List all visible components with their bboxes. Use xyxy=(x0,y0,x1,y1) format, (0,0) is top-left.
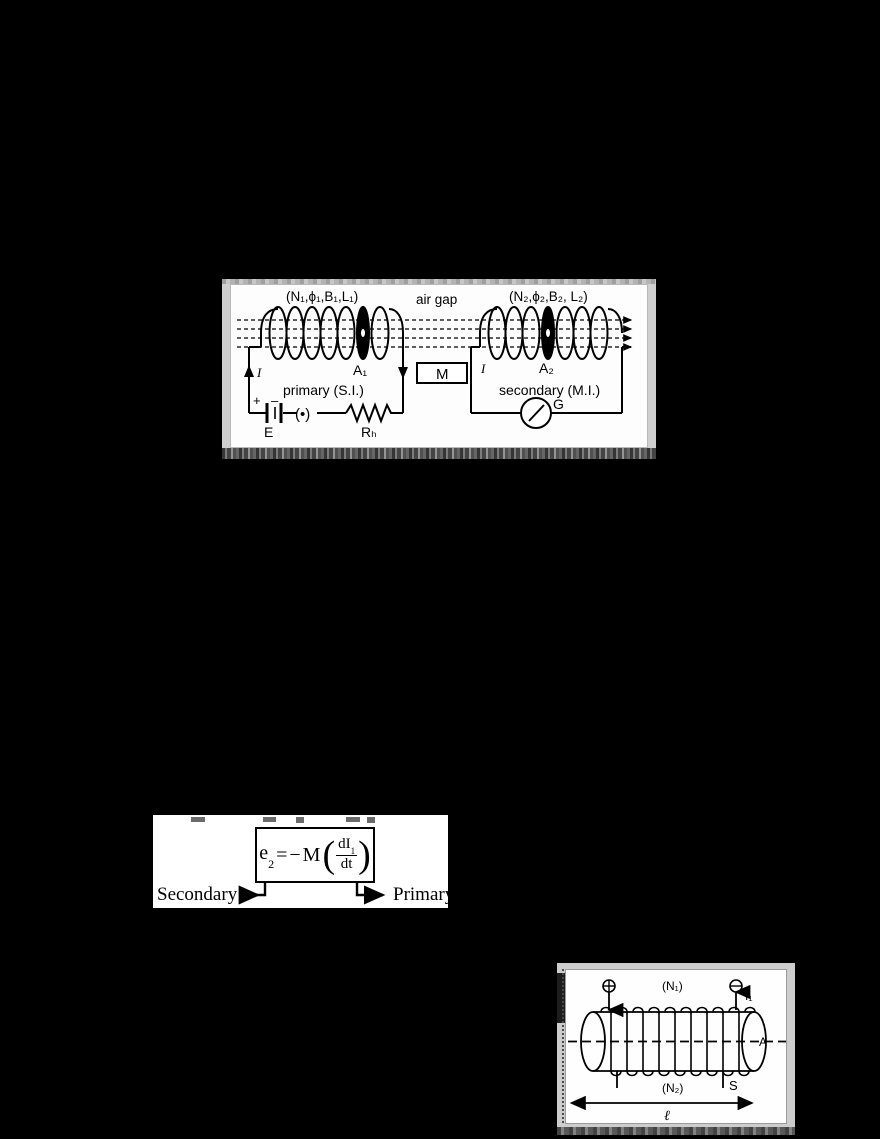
derivative-fraction: dI1 dt xyxy=(335,836,358,872)
current-label: I₁ xyxy=(745,989,752,1003)
scan-speck xyxy=(263,817,276,822)
battery-label: E xyxy=(264,424,273,440)
secondary-coil-params-label: (N₂,ϕ₂,B₂, L₂) xyxy=(509,289,588,304)
secondary-circuit-wires xyxy=(470,333,631,414)
scan-speck xyxy=(296,817,304,823)
scan-dotted-edge xyxy=(562,969,564,1124)
figure-canvas: (N₁) I₁ A (N₂) S ℓ xyxy=(565,969,787,1124)
air-gap-label: air gap xyxy=(416,292,457,307)
figure-canvas: I + – E (•) Rₕ M xyxy=(230,284,648,448)
outer-turns-label: (N₁) xyxy=(662,979,683,993)
battery-plus-label: + xyxy=(253,393,261,408)
secondary-current-label: I xyxy=(480,361,486,376)
cross-section-label: S xyxy=(729,1078,738,1093)
primary-leader-line xyxy=(355,883,386,905)
formula-derivative-group: ( dI1 dt ) xyxy=(322,833,371,876)
galvanometer-label: G xyxy=(553,396,564,412)
positive-terminal xyxy=(602,979,624,1018)
callout-primary-label: Primary xyxy=(393,884,455,905)
key-switch-label: (•) xyxy=(295,406,310,423)
secondary-name-label: secondary (M.I.) xyxy=(499,382,600,398)
fraction-numerator: dI1 xyxy=(336,836,358,857)
formula-minus: − xyxy=(289,843,301,866)
figure-solenoid-coaxial-coils: (N₁) I₁ A (N₂) S ℓ xyxy=(557,963,795,1135)
formula-box: e2 = − M ( dI1 dt ) xyxy=(255,827,375,883)
callout-secondary-label: Secondary xyxy=(157,884,238,905)
primary-current-arrow xyxy=(244,365,254,377)
primary-name-label: primary (S.I.) xyxy=(283,382,364,398)
rheostat-label: Rₕ xyxy=(361,424,377,440)
figure-mutual-inductance-circuit: I + – E (•) Rₕ M xyxy=(222,279,656,459)
primary-current-label: I xyxy=(256,365,262,380)
formula-callout-lines xyxy=(238,883,386,905)
rheostat-symbol xyxy=(345,402,394,424)
secondary-core-dot xyxy=(546,329,550,337)
scan-noise-top xyxy=(222,279,656,284)
primary-coil xyxy=(260,306,404,360)
formula-equals: = xyxy=(276,843,288,866)
mutual-inductance-box xyxy=(416,362,468,384)
primary-down-arrow xyxy=(398,367,408,379)
primary-area-label: A₁ xyxy=(353,362,367,378)
formula-mutual-symbol: M xyxy=(302,843,321,866)
scan-noise-bottom xyxy=(557,1127,795,1135)
mutual-inductance-label: M xyxy=(436,366,449,383)
left-paren: ( xyxy=(322,833,336,876)
length-label: ℓ xyxy=(664,1109,670,1124)
scan-speck xyxy=(346,817,360,822)
figure-emf-formula: e2 = − M ( dI1 dt ) xyxy=(153,815,454,908)
scan-noise-bottom xyxy=(222,448,656,459)
galvanometer-symbol xyxy=(520,397,552,429)
scan-speck xyxy=(367,817,375,823)
mutual-inductance-svg: I + – E (•) Rₕ M xyxy=(237,289,633,440)
formula-expression: e2 = − M ( dI1 dt ) xyxy=(259,833,371,876)
right-paren: ) xyxy=(358,833,371,876)
fraction-denominator: dt xyxy=(340,855,353,872)
secondary-area-label: A₂ xyxy=(539,360,554,376)
formula-lhs: e2 xyxy=(259,842,275,871)
area-label: A xyxy=(759,1035,767,1049)
secondary-coil xyxy=(479,306,623,360)
scan-speck xyxy=(191,817,205,822)
battery-symbol xyxy=(265,403,283,423)
secondary-leader-line xyxy=(238,883,267,905)
battery-minus-label: – xyxy=(271,393,279,408)
formula-lhs-subscript: 2 xyxy=(268,857,275,871)
primary-coil-params-label: (N₁,ϕ₁,B₁,L₁) xyxy=(286,289,358,304)
solenoid-svg: (N₁) I₁ A (N₂) S ℓ xyxy=(568,979,786,1124)
numerator-subscript: 1 xyxy=(350,846,356,857)
primary-core-dot xyxy=(361,329,365,337)
negative-terminal xyxy=(729,979,751,1010)
inner-turns-label: (N₂) xyxy=(662,1081,683,1095)
